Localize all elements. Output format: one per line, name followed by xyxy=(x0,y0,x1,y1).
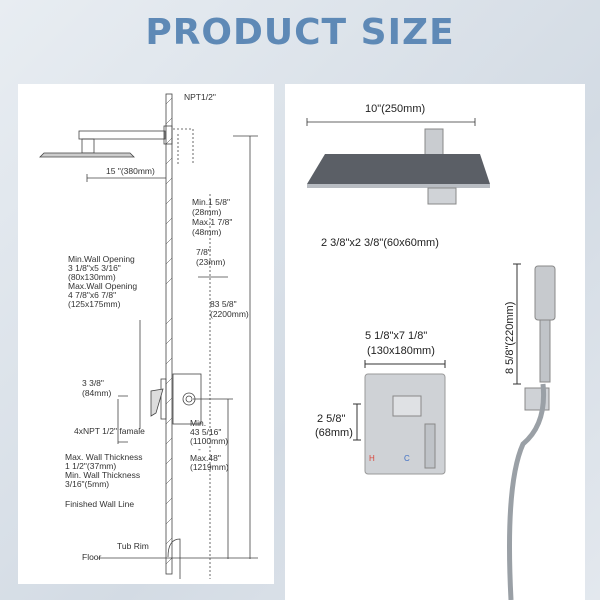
svg-text:C: C xyxy=(404,454,410,463)
rain-shower-head xyxy=(307,154,490,184)
installation-drawing: NPT1/2" 15 "(380mm) Min.1 5/8" (28mm) Ma… xyxy=(39,92,258,579)
page-title: PRODUCT SIZE xyxy=(145,12,455,53)
svg-text:(130x180mm): (130x180mm) xyxy=(367,345,435,357)
shower-arm xyxy=(78,130,166,140)
svg-text:Min.Wall Opening: Min.Wall Opening xyxy=(68,254,135,264)
svg-text:4 7/8"x6 7/8": 4 7/8"x6 7/8" xyxy=(68,290,116,300)
svg-text:Max.48": Max.48" xyxy=(190,453,221,463)
svg-text:83 5/8": 83 5/8" xyxy=(210,299,237,309)
svg-text:4xNPT 1/2" famale: 4xNPT 1/2" famale xyxy=(74,426,145,436)
svg-text:15 "(380mm): 15 "(380mm) xyxy=(106,166,155,176)
svg-text:Floor: Floor xyxy=(82,552,102,562)
installation-diagram: NPT1/2" 15 "(380mm) Min.1 5/8" (28mm) Ma… xyxy=(18,84,274,584)
svg-text:2 3/8"x2 3/8"(60x60mm): 2 3/8"x2 3/8"(60x60mm) xyxy=(321,237,439,249)
svg-text:10"(250mm): 10"(250mm) xyxy=(365,103,425,115)
svg-text:Tub Rim: Tub Rim xyxy=(117,541,149,551)
svg-text:(48mm): (48mm) xyxy=(192,227,221,237)
shower-hose xyxy=(507,383,547,600)
svg-text:7/8": 7/8" xyxy=(196,247,211,257)
shower-head xyxy=(39,152,135,158)
svg-text:Max. Wall Thickness: Max. Wall Thickness xyxy=(65,452,142,462)
svg-text:3 3/8": 3 3/8" xyxy=(82,378,104,388)
svg-text:Max.1 7/8": Max.1 7/8" xyxy=(192,217,232,227)
valve-handle xyxy=(150,388,164,417)
svg-text:43 5/16": 43 5/16" xyxy=(190,427,221,437)
svg-text:(23mm): (23mm) xyxy=(196,257,225,267)
svg-text:Min. Wall Thickness: Min. Wall Thickness xyxy=(65,470,140,480)
svg-text:Min.1 5/8": Min.1 5/8" xyxy=(192,197,230,207)
svg-text:Min.: Min. xyxy=(190,418,206,428)
svg-text:3 1/8"x5 3/16": 3 1/8"x5 3/16" xyxy=(68,263,121,273)
svg-text:(28mm): (28mm) xyxy=(192,207,221,217)
svg-text:(68mm): (68mm) xyxy=(315,427,353,439)
product-dimensions: 10"(250mm) 2 3/8"x2 3/8"(60x60mm) 5 1/8"… xyxy=(285,84,585,600)
svg-text:H: H xyxy=(369,454,375,463)
svg-text:(1100mm): (1100mm) xyxy=(190,436,228,446)
svg-text:(84mm): (84mm) xyxy=(82,388,111,398)
svg-text:5 1/8"x7 1/8": 5 1/8"x7 1/8" xyxy=(365,330,427,342)
svg-text:(125x175mm): (125x175mm) xyxy=(68,299,121,309)
product-drawing: 10"(250mm) 2 3/8"x2 3/8"(60x60mm) 5 1/8"… xyxy=(306,103,556,600)
hand-shower-head xyxy=(534,265,556,321)
svg-text:(2200mm): (2200mm) xyxy=(210,309,249,319)
svg-text:-: - xyxy=(198,444,201,454)
hand-shower-handle xyxy=(539,319,551,383)
svg-text:(80x130mm): (80x130mm) xyxy=(68,272,116,282)
valve-handle xyxy=(424,423,436,469)
svg-text:8 5/8"(220mm): 8 5/8"(220mm) xyxy=(504,302,516,374)
labels: NPT1/2" 15 "(380mm) Min.1 5/8" (28mm) Ma… xyxy=(65,92,249,562)
svg-text:1 1/2"(37mm): 1 1/2"(37mm) xyxy=(65,461,116,471)
svg-text:3/16"(5mm): 3/16"(5mm) xyxy=(65,479,109,489)
svg-text:NPT1/2": NPT1/2" xyxy=(184,92,216,102)
svg-text:Max.Wall Opening: Max.Wall Opening xyxy=(68,281,137,291)
wall xyxy=(165,93,173,575)
svg-text:Finished Wall Line: Finished Wall Line xyxy=(65,499,134,509)
svg-text:(1219mm): (1219mm) xyxy=(190,462,229,472)
svg-text:2 5/8": 2 5/8" xyxy=(317,413,345,425)
